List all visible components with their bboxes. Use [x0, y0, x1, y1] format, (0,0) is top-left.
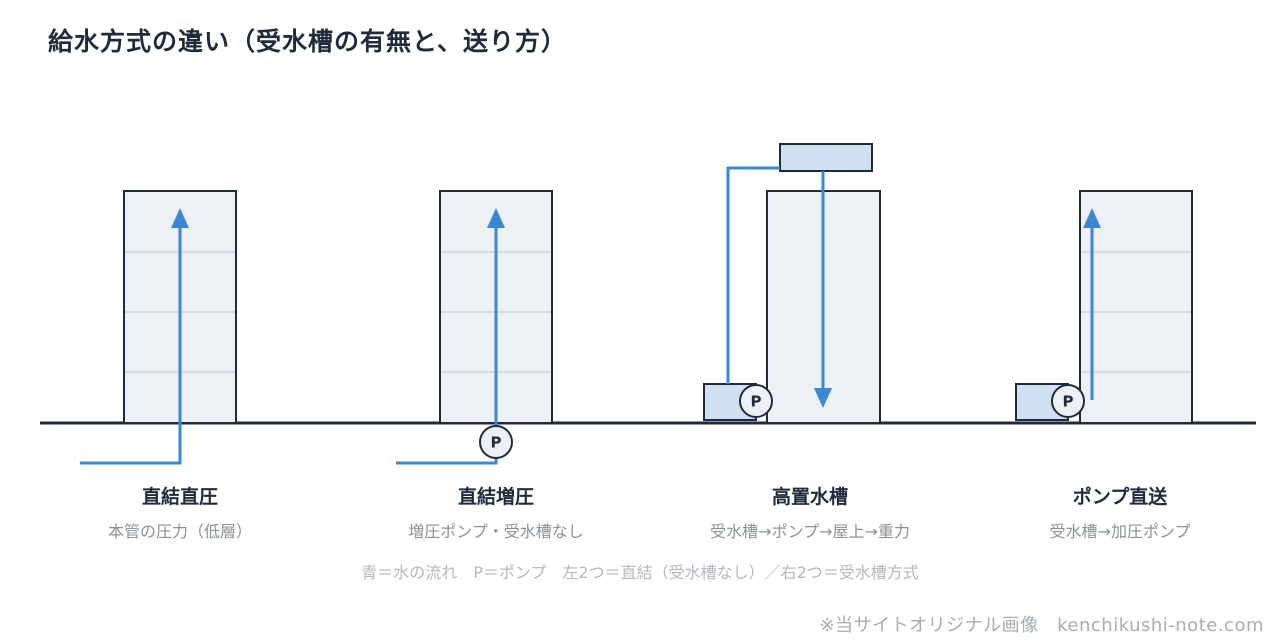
- pump-label: P: [751, 393, 762, 411]
- system-name-pump-direct: ポンプ直送: [1072, 486, 1168, 508]
- system-desc-pump-direct: 受水槽→加圧ポンプ: [1049, 522, 1191, 541]
- elevated-tank: [779, 143, 873, 172]
- pressure-pump: P: [1051, 384, 1085, 418]
- system-pump-direct: P: [1015, 190, 1193, 424]
- water-flow-line: [80, 212, 182, 465]
- building: [1079, 190, 1193, 424]
- water-flow-arrowhead: [171, 208, 189, 228]
- lift-pump: P: [739, 384, 773, 418]
- pump-label: P: [1063, 393, 1074, 411]
- system-desc-direct-pressure: 本管の圧力（低層）: [107, 522, 252, 541]
- page-title: 給水方式の違い（受水槽の有無と、送り方）: [48, 27, 568, 56]
- water-flow-arrowhead: [814, 388, 832, 408]
- credit-text: ※当サイトオリジナル画像 kenchikushi-note.com: [819, 615, 1264, 636]
- system-name-direct-pressure: 直結直圧: [141, 486, 218, 508]
- system-booster-direct: P: [396, 190, 553, 465]
- water-flow-line: [396, 212, 498, 465]
- system-desc-elevated-tank: 受水槽→ポンプ→屋上→重力: [710, 522, 910, 541]
- booster-pump: P: [479, 425, 513, 459]
- legend-note: 青＝水の流れ P＝ポンプ 左2つ＝直結（受水槽なし）／右2つ＝受水槽方式: [361, 563, 919, 582]
- water-flow-arrowhead: [1083, 208, 1101, 228]
- system-desc-booster-direct: 増圧ポンプ・受水槽なし: [408, 522, 584, 541]
- system-direct-pressure: [80, 190, 237, 465]
- system-elevated-tank: P: [703, 143, 881, 424]
- water-flow-line-up: [726, 166, 780, 384]
- system-name-elevated-tank: 高置水槽: [771, 486, 848, 508]
- pump-label: P: [491, 434, 502, 452]
- water-flow-arrowhead: [487, 208, 505, 228]
- system-name-booster-direct: 直結増圧: [457, 486, 534, 508]
